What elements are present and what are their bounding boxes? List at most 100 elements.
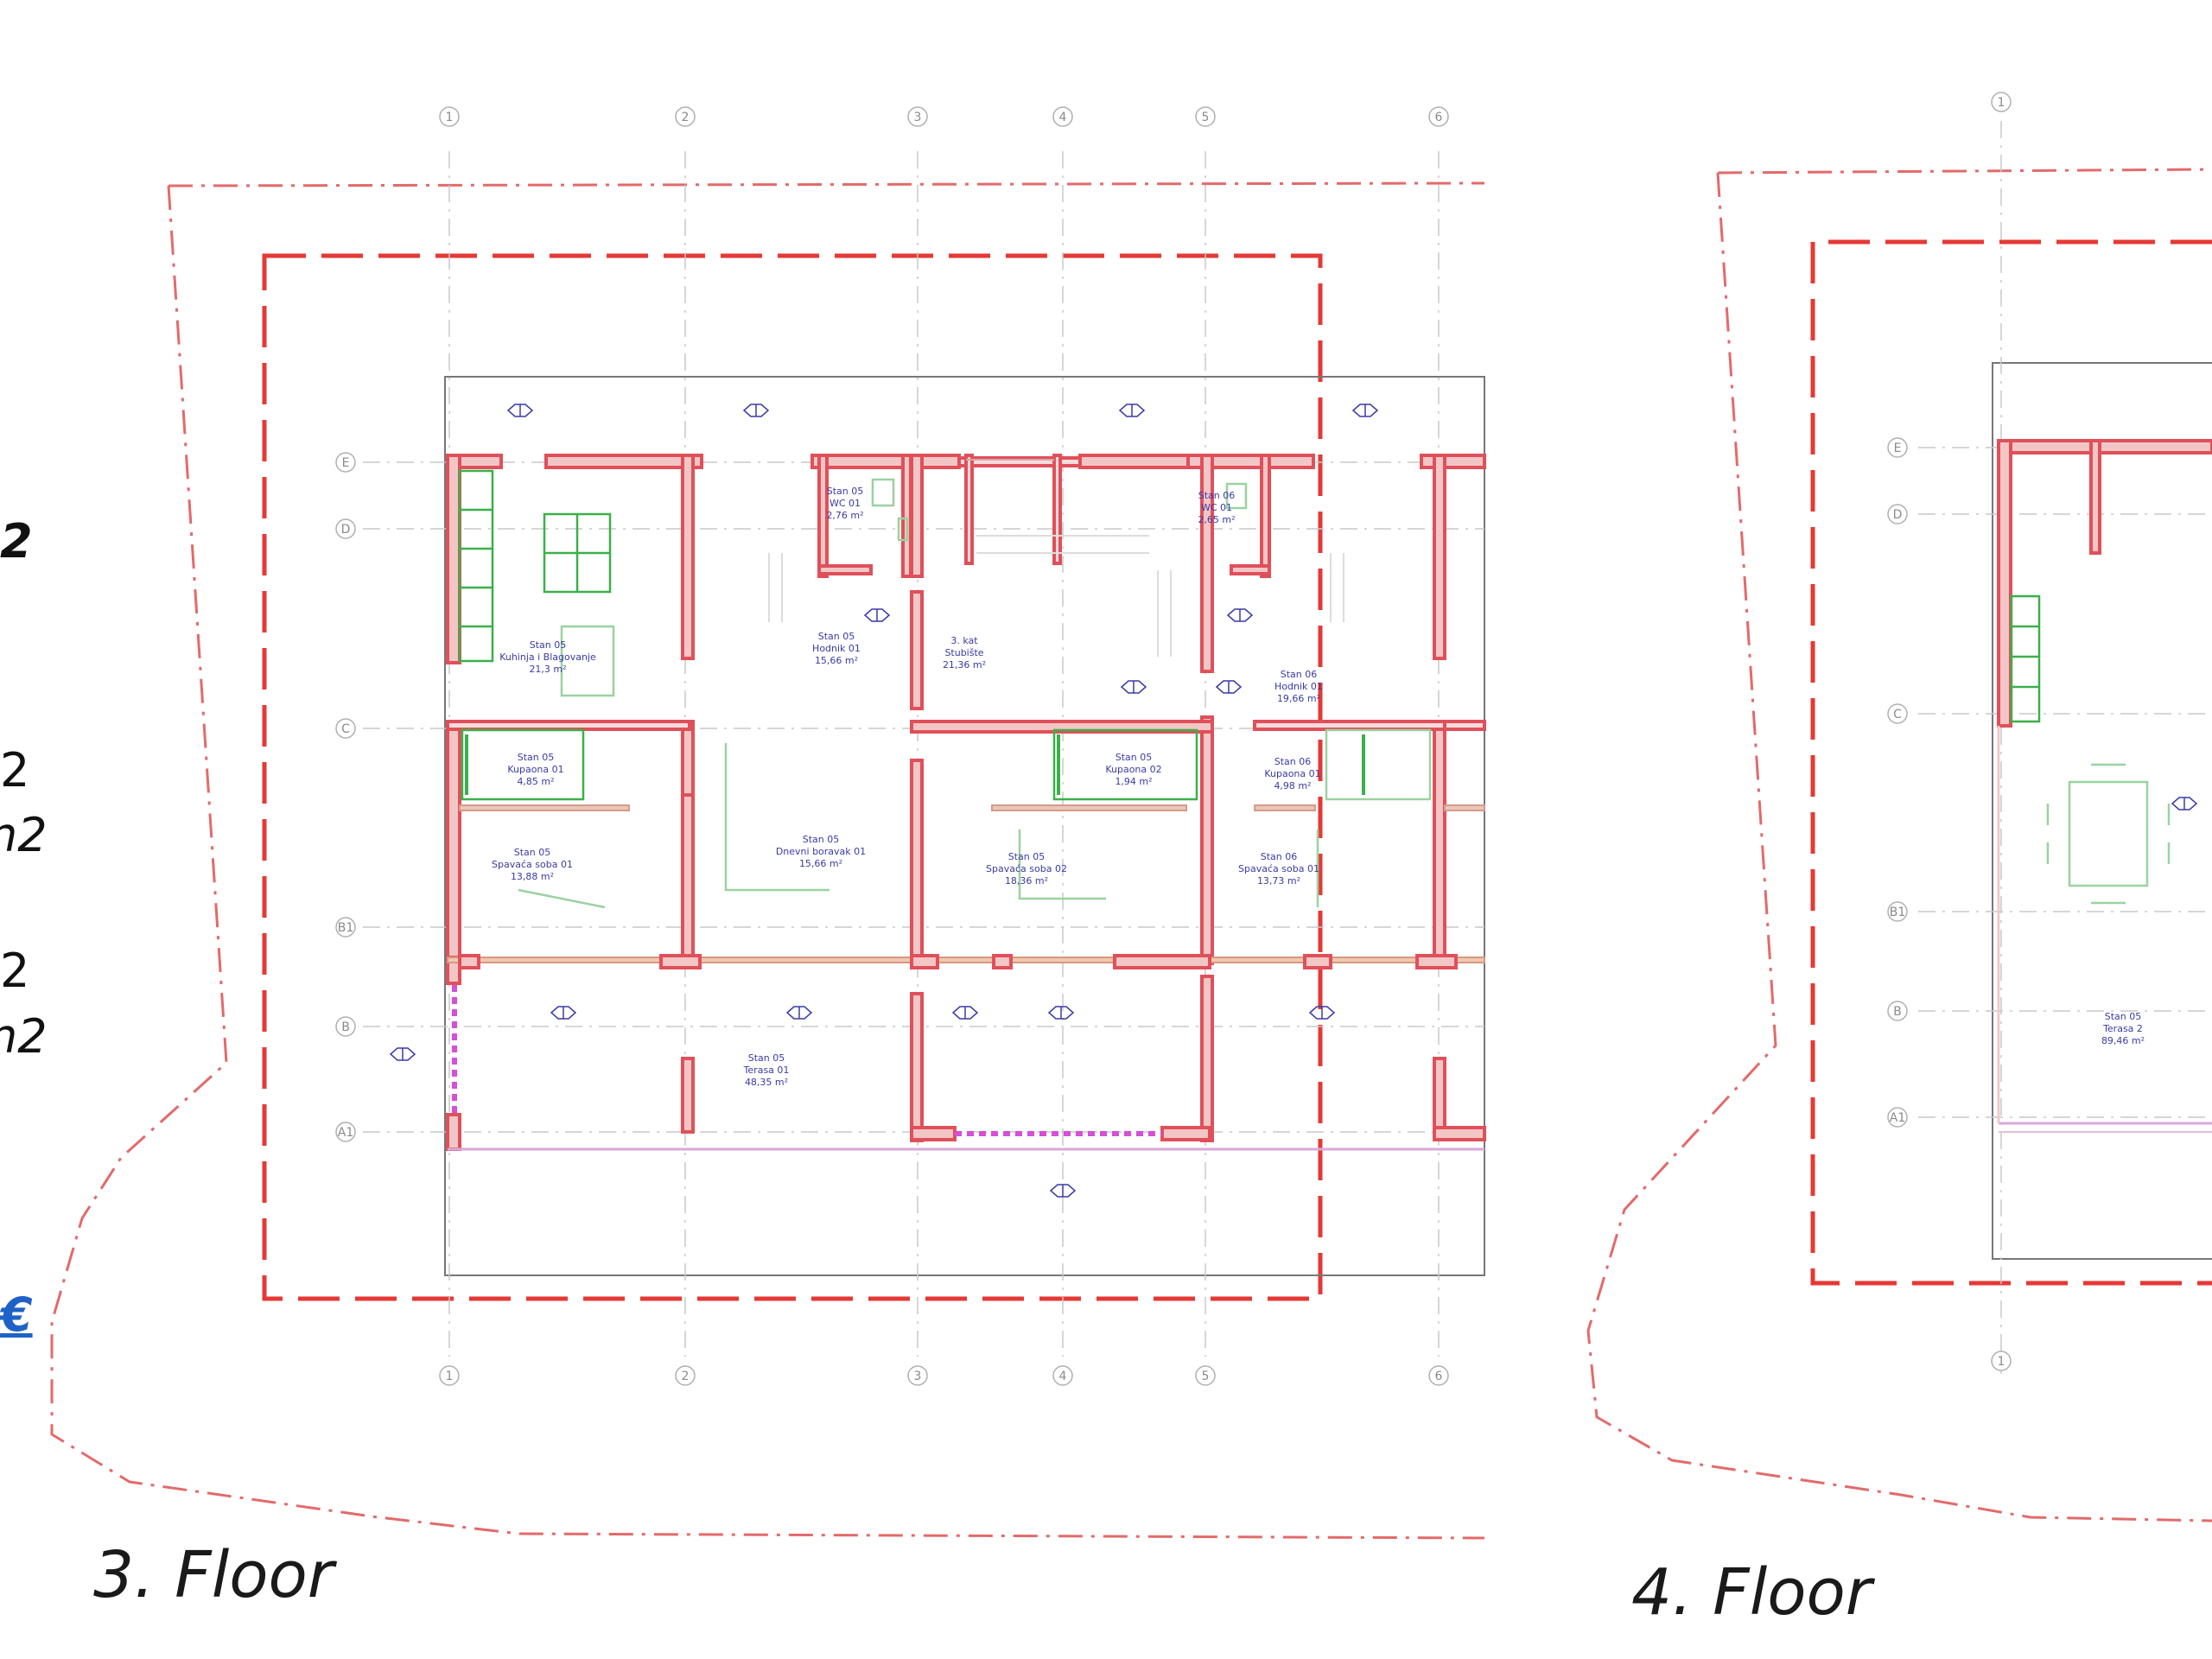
window-tag <box>1308 1006 1336 1020</box>
grid-bubble-row: C <box>1887 703 1908 724</box>
svg-text:1: 1 <box>1998 96 2005 110</box>
edge-bold-value: 2 <box>0 514 33 569</box>
window-tag <box>550 1006 577 1020</box>
grid-bubble-bottom: 4 <box>1052 1365 1073 1386</box>
window-tag <box>1047 1006 1075 1020</box>
railings-floor4 <box>1997 726 2212 1133</box>
window-tag <box>863 608 891 622</box>
edge-area-1-value: 2 <box>0 743 30 798</box>
svg-text:Stan 05: Stan 05 <box>818 631 855 642</box>
sheet-frame-floor3 <box>444 376 1485 1276</box>
svg-text:13,73 m²: 13,73 m² <box>1257 875 1300 887</box>
svg-text:Stan 05: Stan 05 <box>803 834 840 845</box>
window-tag <box>1049 1184 1077 1198</box>
grid-bubble-bottom: 3 <box>907 1365 928 1386</box>
svg-text:1,94 m²: 1,94 m² <box>1115 776 1152 787</box>
window-tag <box>1226 608 1254 622</box>
window-tags-floor3 <box>389 404 1379 1198</box>
svg-text:Kuhinja i Blagovanje: Kuhinja i Blagovanje <box>499 652 596 663</box>
svg-text:Stan 05: Stan 05 <box>1008 851 1046 862</box>
svg-text:3: 3 <box>914 1370 922 1383</box>
window-tag <box>1118 404 1146 417</box>
floor-title-3: 3. Floor <box>93 1538 334 1612</box>
svg-text:Stan 05: Stan 05 <box>827 486 864 497</box>
svg-text:Stan 05: Stan 05 <box>518 752 555 763</box>
grid-bubble-top: 3 <box>907 106 928 127</box>
svg-text:Dnevni boravak 01: Dnevni boravak 01 <box>776 846 866 857</box>
grid-bubble-row: E <box>1887 437 1908 458</box>
grid-bubble-bottom: 5 <box>1195 1365 1216 1386</box>
svg-text:6: 6 <box>1435 111 1443 124</box>
svg-text:19,66 m²: 19,66 m² <box>1277 693 1320 704</box>
svg-text:B1: B1 <box>338 921 354 935</box>
svg-text:Stan 05: Stan 05 <box>1116 752 1153 763</box>
window-tag <box>742 404 770 417</box>
grid-bubble-top: 2 <box>675 106 696 127</box>
plot-boundary-floor4 <box>1586 168 2212 1522</box>
svg-text:WC 01: WC 01 <box>1201 502 1232 513</box>
svg-text:6: 6 <box>1435 1370 1443 1383</box>
window-tag <box>951 1006 979 1020</box>
walls-floor4 <box>1997 439 2212 728</box>
svg-text:18,36 m²: 18,36 m² <box>1005 875 1048 887</box>
svg-text:Spavaća soba 01: Spavaća soba 01 <box>1238 863 1319 874</box>
grid-bubble-row: B1 <box>335 917 356 938</box>
svg-text:2,65 m²: 2,65 m² <box>1198 514 1235 525</box>
svg-text:15,66 m²: 15,66 m² <box>799 858 842 869</box>
grid-bubble-row: B <box>1887 1001 1908 1021</box>
svg-text:4: 4 <box>1059 1370 1067 1383</box>
svg-text:C: C <box>341 722 350 736</box>
grid-bubble-row: D <box>335 518 356 539</box>
plot-boundary-floor3 <box>50 181 1485 1540</box>
edge-area-2-value: 2 <box>0 944 30 998</box>
svg-text:5: 5 <box>1202 111 1210 124</box>
setback-line-floor3 <box>262 253 1323 1301</box>
setback-line-floor4 <box>1810 239 2212 1286</box>
price-link[interactable]: € <box>0 1287 33 1342</box>
grid-bubble-bottom: 2 <box>675 1365 696 1386</box>
grid-bubble-row: A1 <box>1887 1107 1908 1128</box>
grid-bubble-top: 4 <box>1052 106 1073 127</box>
floor-title-4: 4. Floor <box>1631 1555 1872 1630</box>
svg-text:13,88 m²: 13,88 m² <box>511 871 554 882</box>
svg-text:Kupaona 01: Kupaona 01 <box>507 764 563 775</box>
grid-bubble-top: 5 <box>1195 106 1216 127</box>
window-tags-floor4 <box>2171 797 2198 810</box>
svg-text:2: 2 <box>682 1370 690 1383</box>
grid-bubble-bottom: 1 <box>1991 1351 2012 1371</box>
svg-text:Kupaona 02: Kupaona 02 <box>1105 764 1161 775</box>
svg-text:C: C <box>1893 708 1902 721</box>
svg-text:21,36 m²: 21,36 m² <box>943 659 986 671</box>
svg-text:1: 1 <box>446 1370 454 1383</box>
grid-bubble-top: 1 <box>1991 92 2012 112</box>
window-tag <box>1120 680 1147 694</box>
svg-text:Kupaona 01: Kupaona 01 <box>1264 768 1320 779</box>
svg-text:A1: A1 <box>338 1126 353 1140</box>
svg-text:WC 01: WC 01 <box>830 498 861 509</box>
svg-text:89,46 m²: 89,46 m² <box>2101 1035 2145 1046</box>
svg-text:D: D <box>1893 508 1903 522</box>
svg-text:Terasa 2: Terasa 2 <box>2102 1023 2143 1034</box>
grid-bubble-bottom: 1 <box>439 1365 460 1386</box>
svg-text:Stan 05: Stan 05 <box>748 1052 785 1064</box>
svg-text:Stan 06: Stan 06 <box>1261 851 1298 862</box>
svg-text:2: 2 <box>682 111 690 124</box>
svg-text:D: D <box>341 523 351 537</box>
svg-text:Stubište: Stubište <box>944 647 983 658</box>
window-tag <box>506 404 534 417</box>
svg-text:3. kat: 3. kat <box>950 635 978 646</box>
fixtures-floor3 <box>458 469 1432 909</box>
svg-text:Stan 06: Stan 06 <box>1198 490 1236 501</box>
